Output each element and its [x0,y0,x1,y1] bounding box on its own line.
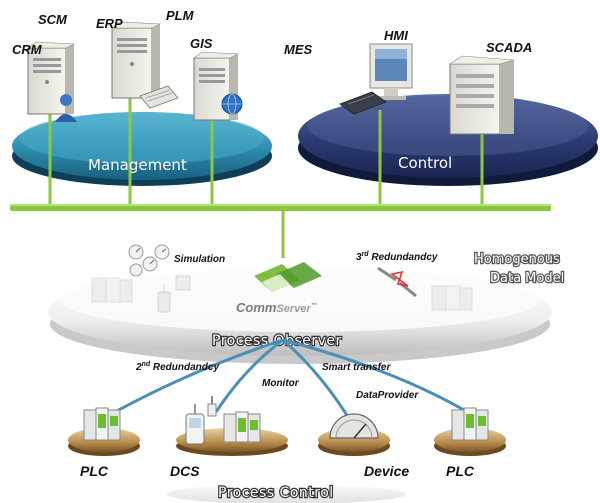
plc-right-icon [451,407,489,441]
dcs-handheld-icon [185,404,205,445]
process-control-label: Process Control [218,485,334,501]
erp-label: ERP [96,16,123,31]
data-provider-label: DataProvider [356,390,419,401]
scada-label: SCADA [486,40,532,55]
process-control-platform [166,484,406,503]
crm-label: CRM [12,42,43,57]
redundancy-2-label: 2nd Redundandcy [135,361,219,373]
monitor-label: Monitor [262,378,300,389]
scm-label: SCM [38,12,68,27]
device-gauge-icon [329,413,379,439]
process-links [103,338,465,421]
commserver-logo-text: CommServer™ [236,300,317,315]
globe-icon [221,93,243,115]
erp-server-icon [111,21,162,99]
mes-label: MES [284,42,313,57]
keyboard-icon [139,85,179,109]
broken-link-icon [377,266,417,298]
dcs-antenna-icon [207,396,217,417]
keyboard-icon-hmi [339,91,387,115]
bus-connectors-top [48,80,484,258]
control-platform [298,94,598,186]
data-model-label-line1: Homogenous [474,252,560,267]
simulation-gauges-icon [128,244,170,277]
hmi-label: HMI [384,28,408,43]
data-model-label-line2: Data Model [490,271,564,286]
ghost-plc-left-icon [91,277,133,303]
gis-label: GIS [190,36,213,51]
ghost-device-icon [175,275,191,291]
management-platform [12,112,272,186]
ghost-plc-right-icon [431,285,473,311]
simulation-label: Simulation [174,254,225,265]
scada-cabinet-icon [449,55,515,135]
plc-left-icon [83,407,121,441]
ghost-handheld-icon [157,284,171,313]
crm-server-icon [27,41,76,115]
dcs-plc-icon [223,411,261,443]
dcs-label: DCS [170,463,200,479]
plc-left-label: PLC [80,463,109,479]
hmi-monitor-icon [369,43,413,100]
management-platform-label: Management [88,156,187,174]
control-platform-label: Control [398,154,452,172]
process-observer-platform [48,268,552,364]
user-icon [55,94,77,122]
redundancy-3-label: 3rd Redundandcy [356,251,438,263]
commserver-logo-icon [254,262,322,292]
plm-label: PLM [166,8,195,23]
plc-right-label: PLC [446,463,475,479]
smart-transfer-label: Smart transfer [322,362,391,373]
device-label: Device [364,463,409,479]
